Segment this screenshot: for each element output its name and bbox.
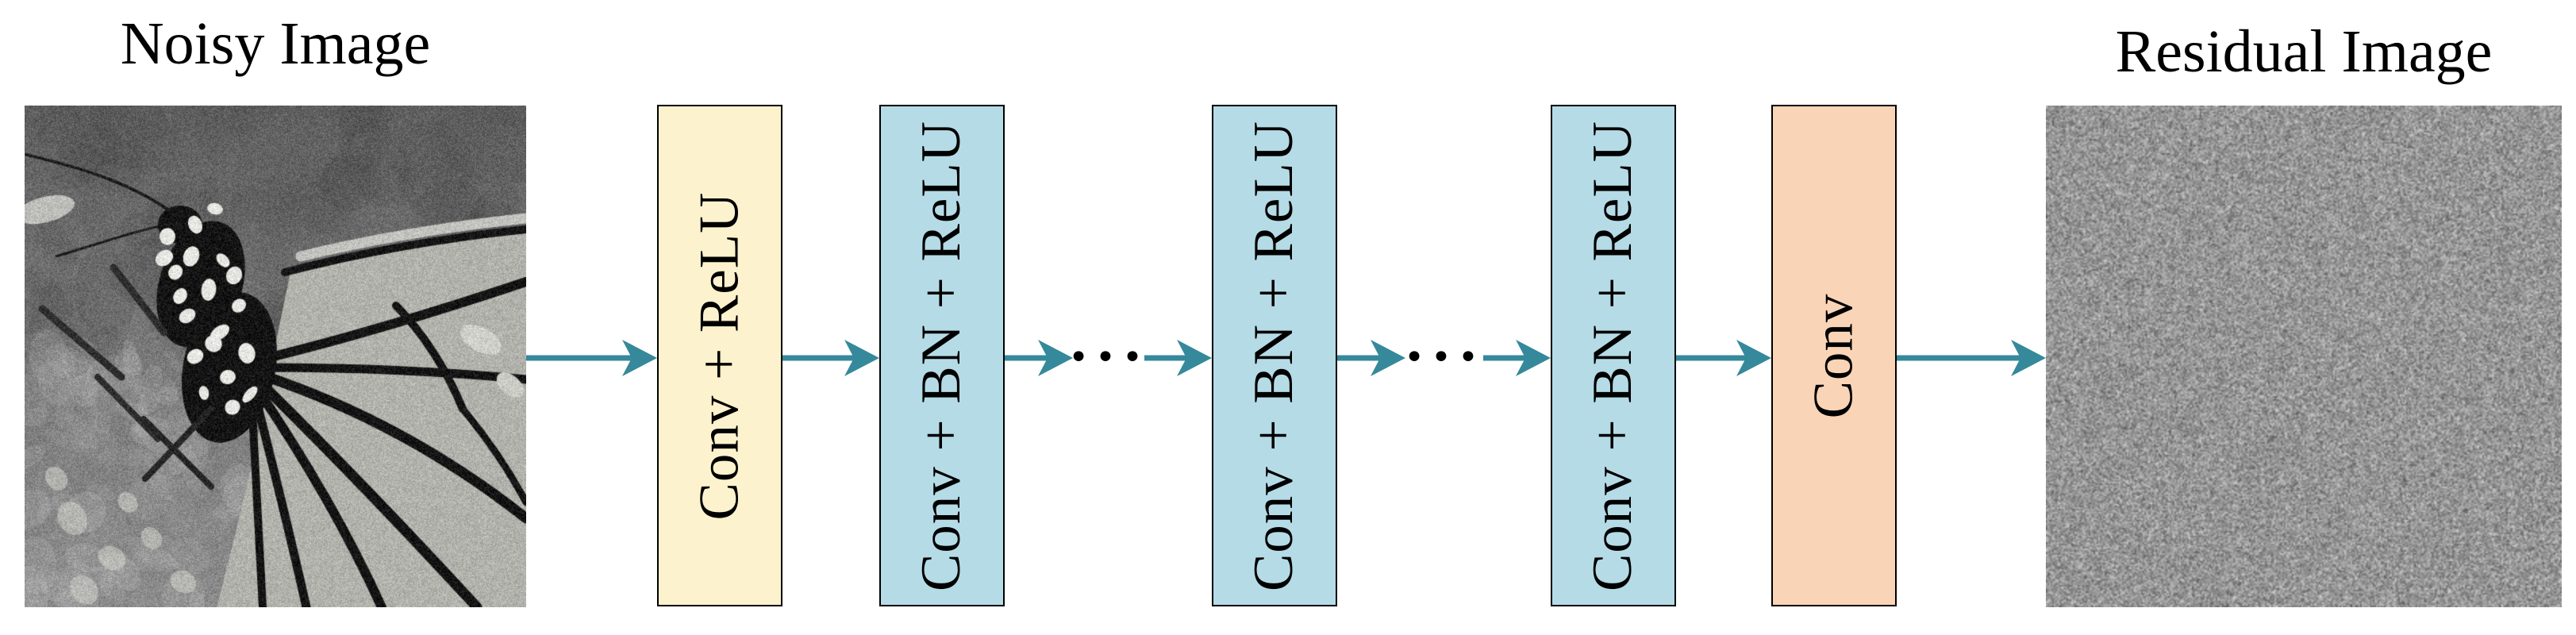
layer-label-conv-bn-relu-2: Conv + BN + ReLU: [1243, 120, 1307, 591]
layer-box-conv: Conv: [1771, 105, 1897, 606]
flow-arrow: [1483, 340, 1551, 376]
ellipsis-dots-icon: •••: [1071, 337, 1147, 379]
flow-arrow: [1337, 340, 1405, 376]
layer-box-conv-bn-relu-3: Conv + BN + ReLU: [1551, 105, 1676, 606]
noisy-image-title: Noisy Image: [25, 13, 526, 74]
flow-arrow: [782, 340, 879, 376]
flow-arrow: [1005, 340, 1073, 376]
arrowhead-icon: [1177, 340, 1212, 376]
residual-image: [2046, 106, 2562, 607]
layer-label-conv-bn-relu-3: Conv + BN + ReLU: [1582, 120, 1646, 591]
layer-box-conv-bn-relu-2: Conv + BN + ReLU: [1212, 105, 1337, 606]
flow-arrow: [1897, 340, 2046, 376]
layer-label-conv-bn-relu-1: Conv + BN + ReLU: [910, 120, 975, 591]
flow-arrow: [1144, 340, 1212, 376]
ellipsis-dots-icon: •••: [1406, 337, 1482, 379]
arrowhead-icon: [1736, 340, 1771, 376]
arrowhead-icon: [1516, 340, 1551, 376]
layer-label-conv-relu: Conv + ReLU: [688, 191, 752, 520]
layer-box-conv-relu: Conv + ReLU: [657, 105, 782, 606]
noisy-image: [25, 106, 526, 607]
residual-image-title: Residual Image: [2046, 21, 2562, 82]
arrowhead-icon: [1371, 340, 1405, 376]
arrowhead-icon: [844, 340, 879, 376]
flow-arrow: [526, 340, 657, 376]
flow-arrow: [1676, 340, 1771, 376]
arrowhead-icon: [622, 340, 657, 376]
layer-box-conv-bn-relu-1: Conv + BN + ReLU: [879, 105, 1005, 606]
arrowhead-icon: [2011, 340, 2046, 376]
layer-label-conv: Conv: [1802, 293, 1867, 418]
